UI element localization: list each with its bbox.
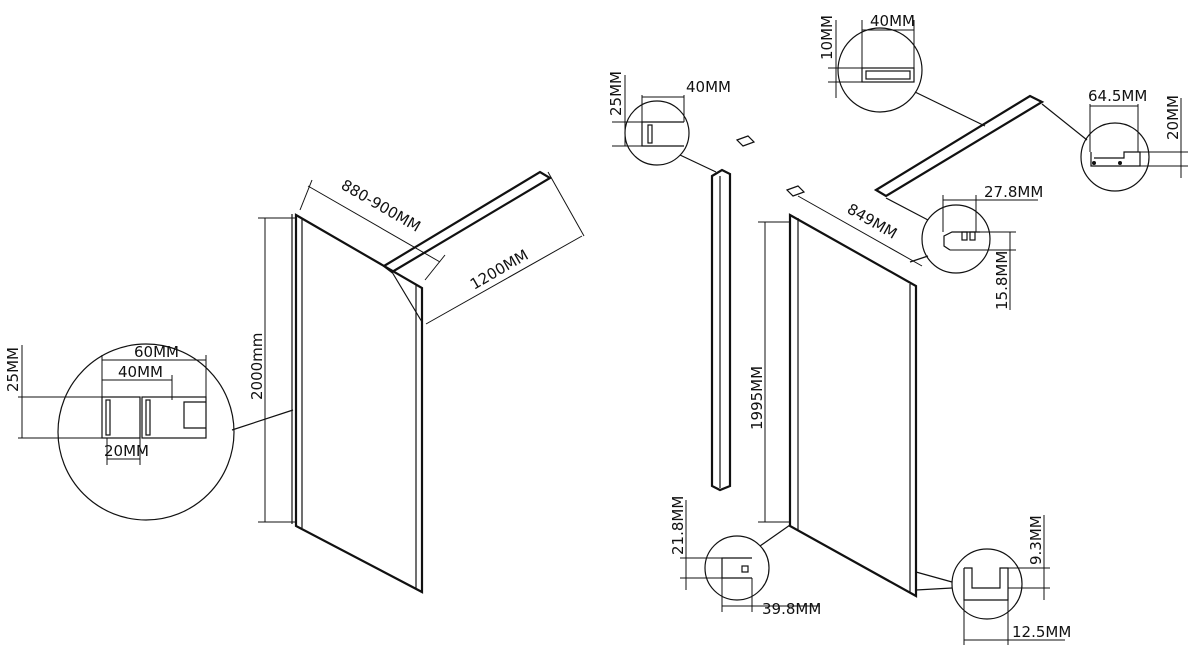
bar-bracket-height-label: 20MM [1164, 95, 1182, 140]
top-clamp-width-label: 27.8MM [984, 183, 1043, 201]
bar-section-height-label: 10MM [818, 15, 836, 60]
bottom-seal-detail: 21.8MM 39.8MM [669, 496, 821, 618]
right-height-dimension: 1995MM [748, 221, 790, 523]
left-panel-height-label: 2000mm [248, 333, 266, 400]
wall-profile-width-label: 40MM [686, 78, 731, 96]
bar-section-width-label: 40MM [870, 12, 915, 30]
right-wall-profile [710, 135, 806, 492]
left-overall-width-label: 60MM [134, 343, 179, 361]
left-panel-width-label: 880-900MM [338, 176, 424, 236]
left-bar-length-dimension: 1200MM [425, 171, 585, 325]
left-profile-detail: 60MM 40MM 25MM 20MM [4, 343, 294, 521]
left-height-dimension: 2000mm [248, 217, 296, 523]
bottom-channel-detail: 9.3MM 12.5MM [915, 515, 1071, 645]
bar-bracket-detail: 64.5MM 20MM [1041, 87, 1188, 192]
right-support-bar [873, 94, 1045, 198]
bottom-channel-width-label: 12.5MM [1012, 623, 1071, 641]
left-profile-width-label: 40MM [118, 363, 163, 381]
left-width-dimension: 880-900MM [299, 176, 446, 281]
wall-profile-depth-label: 25MM [607, 71, 625, 116]
top-clamp-height-label: 15.8MM [993, 251, 1011, 310]
bar-section-detail: 40MM 10MM [818, 12, 986, 127]
top-clamp-detail: 27.8MM 15.8MM [885, 183, 1043, 310]
bar-bracket-width-label: 64.5MM [1088, 87, 1147, 105]
left-glass-panel [291, 213, 424, 594]
left-depth-label: 25MM [4, 347, 22, 392]
left-inner-width-label: 20MM [104, 442, 149, 460]
right-panel-width-label: 849MM [844, 200, 900, 243]
bottom-seal-width-label: 39.8MM [762, 600, 821, 618]
right-glass-panel [788, 213, 918, 598]
bottom-channel-height-label: 9.3MM [1027, 515, 1045, 565]
bottom-seal-height-label: 21.8MM [669, 496, 687, 555]
right-panel-height-label: 1995MM [748, 366, 766, 430]
left-support-bar [382, 170, 553, 323]
wall-profile-detail: 40MM 25MM [607, 71, 731, 173]
